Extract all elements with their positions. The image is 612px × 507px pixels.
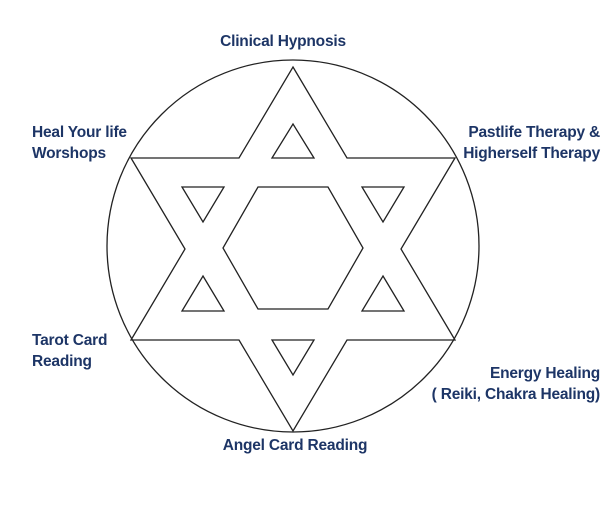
label-line: Heal Your life [32, 124, 127, 141]
label-line: Pastlife Therapy & [468, 124, 600, 141]
label-energy-healing: Energy Healing ( Reiki, Chakra Healing) [431, 363, 601, 405]
label-line: Angel Card Reading [222, 437, 368, 454]
label-line: Higherself Therapy [463, 145, 600, 162]
label-line: ( Reiki, Chakra Healing) [431, 386, 601, 403]
upper-left-triangle [180, 186, 226, 224]
top-point-triangle [270, 122, 316, 159]
label-line: Reading [32, 353, 92, 370]
label-pastlife-therapy: Pastlife Therapy & Higherself Therapy [463, 122, 600, 164]
label-heal-your-life-workshops: Heal Your life Worshops [32, 122, 127, 164]
label-line: Tarot Card [32, 332, 108, 349]
upper-right-triangle [360, 186, 406, 224]
label-line: Clinical Hypnosis [220, 33, 346, 50]
star-outline [129, 65, 457, 433]
lower-left-triangle [180, 274, 226, 312]
central-hexagon [222, 186, 364, 310]
label-line: Energy Healing [489, 365, 600, 382]
label-angel-card-reading: Angel Card Reading [0, 435, 590, 456]
label-line: Worshops [32, 145, 106, 162]
bottom-point-triangle [270, 339, 316, 377]
label-clinical-hypnosis: Clinical Hypnosis [0, 31, 566, 52]
label-tarot-card-reading: Tarot Card Reading [32, 330, 107, 372]
lower-right-triangle [360, 274, 406, 312]
